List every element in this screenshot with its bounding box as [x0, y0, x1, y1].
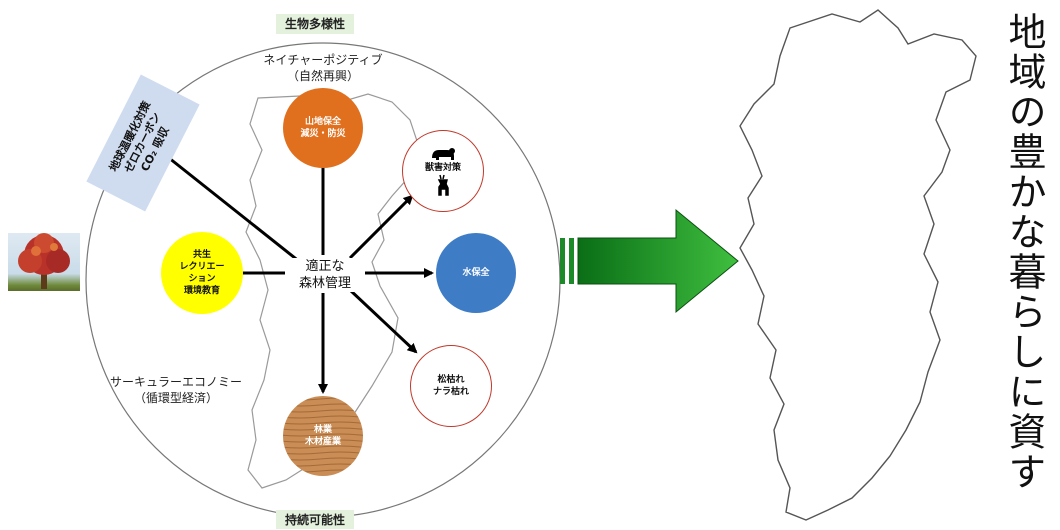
slogan-vertical-text: 地域の豊かな暮らしに資す [1002, 12, 1046, 492]
pine-wilt-circle: 松枯れ ナラ枯れ [410, 345, 492, 427]
tree-photo [8, 233, 80, 291]
forestry-label-box: 林業 木材産業 [283, 396, 363, 476]
nature-positive-label: ネイチャーポジティブ [263, 53, 383, 67]
biodiversity-tag: 生物多様性 [276, 14, 354, 34]
tree-icon [18, 233, 70, 289]
nature-restoration-label: （自然再興） [286, 69, 359, 83]
center-arrows [162, 152, 434, 394]
circular-economy-sub-label: （循環型経済） [133, 391, 218, 405]
sustainability-tag: 持続可能性 [276, 510, 354, 529]
forestry-line-1: 林業 [313, 425, 332, 435]
center-line-1: 適正な [305, 259, 345, 274]
pine-line-2: ナラ枯れ [432, 387, 469, 397]
recreation-circle: 共生 レクリエー ション 環境教育 [161, 232, 243, 314]
recreation-line-1: 共生 [192, 250, 211, 260]
pine-line-1: 松枯れ [437, 375, 465, 385]
water-label: 水保全 [462, 268, 490, 278]
center-line-2: 森林管理 [298, 276, 351, 291]
forestry-circle [283, 396, 363, 476]
bear-icon [432, 148, 455, 160]
disaster-line-2: 減災・防災 [300, 129, 346, 139]
deer-icon [437, 174, 449, 196]
proper-forest-management-label: 適正な 森林管理 [285, 258, 365, 292]
recreation-line-4: 環境教育 [183, 286, 220, 296]
region-map-large [739, 9, 977, 521]
forestry-line-2: 木材産業 [304, 437, 341, 447]
water-conservation-circle: 水保全 [436, 233, 516, 313]
disaster-prevention-circle: 山地保全 減災・防災 [283, 88, 363, 168]
wildlife-label: 獣害対策 [424, 163, 461, 173]
big-green-arrow [560, 208, 739, 314]
recreation-line-2: レクリエー [179, 262, 225, 272]
recreation-line-3: ション [188, 274, 216, 284]
circular-economy-label: サーキュラーエコノミー [109, 375, 242, 389]
disaster-line-1: 山地保全 [304, 117, 341, 127]
wildlife-damage-circle: 獣害対策 [402, 130, 484, 212]
